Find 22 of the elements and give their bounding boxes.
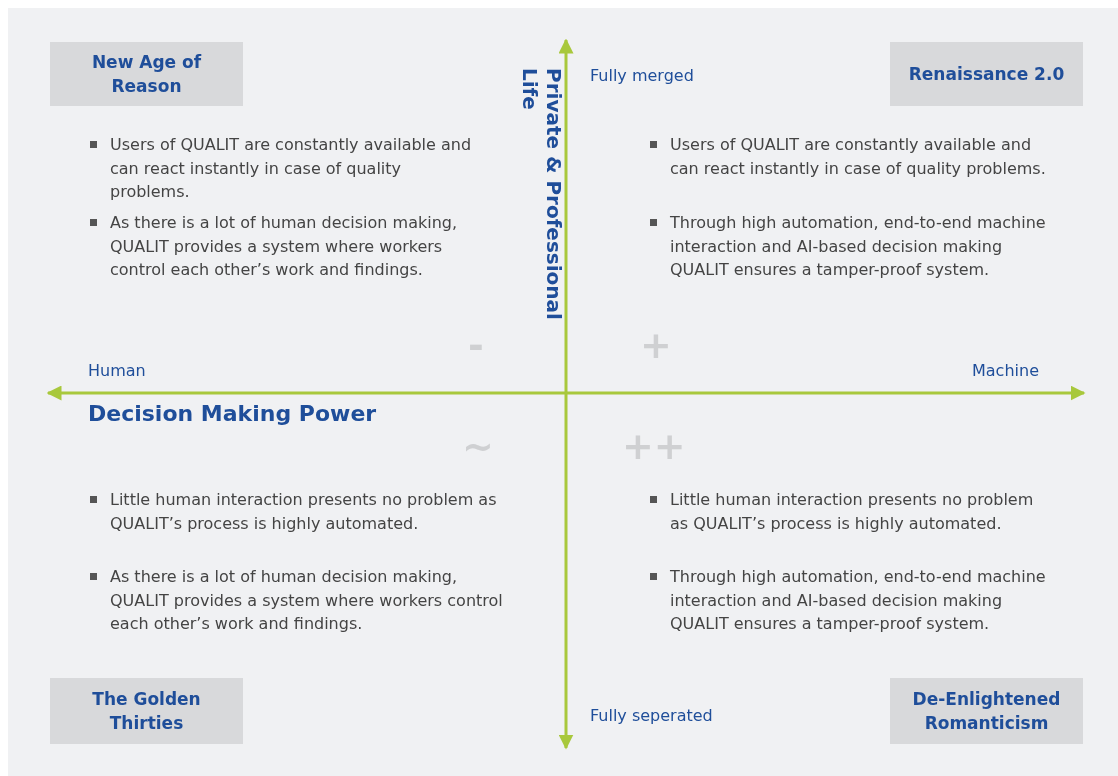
bullet-item: Through high automation, end-to-end machine interaction and AI-based decision making QUALIT ensures a tamper-proof system. xyxy=(648,565,1048,636)
scenario-title-box: The Golden Thirties xyxy=(50,678,243,744)
rating-sign: ~ xyxy=(462,427,494,465)
axis-title: Decision Making Power xyxy=(88,401,377,426)
scenario-title-box: New Age of Reason xyxy=(50,42,243,106)
axis-label: Fully merged xyxy=(590,66,694,85)
axis-label: Fully seperated xyxy=(590,706,713,725)
bullet-item: As there is a lot of human decision making, QUALIT provides a system where workers control each other’s work and findings. xyxy=(88,211,478,282)
bullet-item: Little human interaction presents no problem as QUALIT’s process is highly automated. xyxy=(88,488,508,535)
scenario-title-box: De-Enlightened Romanticism xyxy=(890,678,1083,744)
rating-sign: ++ xyxy=(622,427,686,465)
bullet-item: Users of QUALIT are constantly available and can react instantly in case of quality problems. xyxy=(648,133,1048,180)
rating-sign: - xyxy=(468,326,484,364)
axis-label: Machine xyxy=(972,361,1039,380)
axis-title: Private & Professional Life xyxy=(518,68,566,322)
bullet-item: As there is a lot of human decision making, QUALIT provides a system where workers control each other’s work and findings. xyxy=(88,565,508,636)
scenario-title-box: Renaissance 2.0 xyxy=(890,42,1083,106)
rating-sign: + xyxy=(640,326,672,364)
bullet-item: Users of QUALIT are constantly available and can react instantly in case of quality problems. xyxy=(88,133,478,204)
bullet-item: Through high automation, end-to-end machine interaction and AI-based decision making QUALIT ensures a tamper-proof system. xyxy=(648,211,1048,282)
axis-label: Human xyxy=(88,361,146,380)
bullet-item: Little human interaction presents no problem as QUALIT’s process is highly automated. xyxy=(648,488,1048,535)
